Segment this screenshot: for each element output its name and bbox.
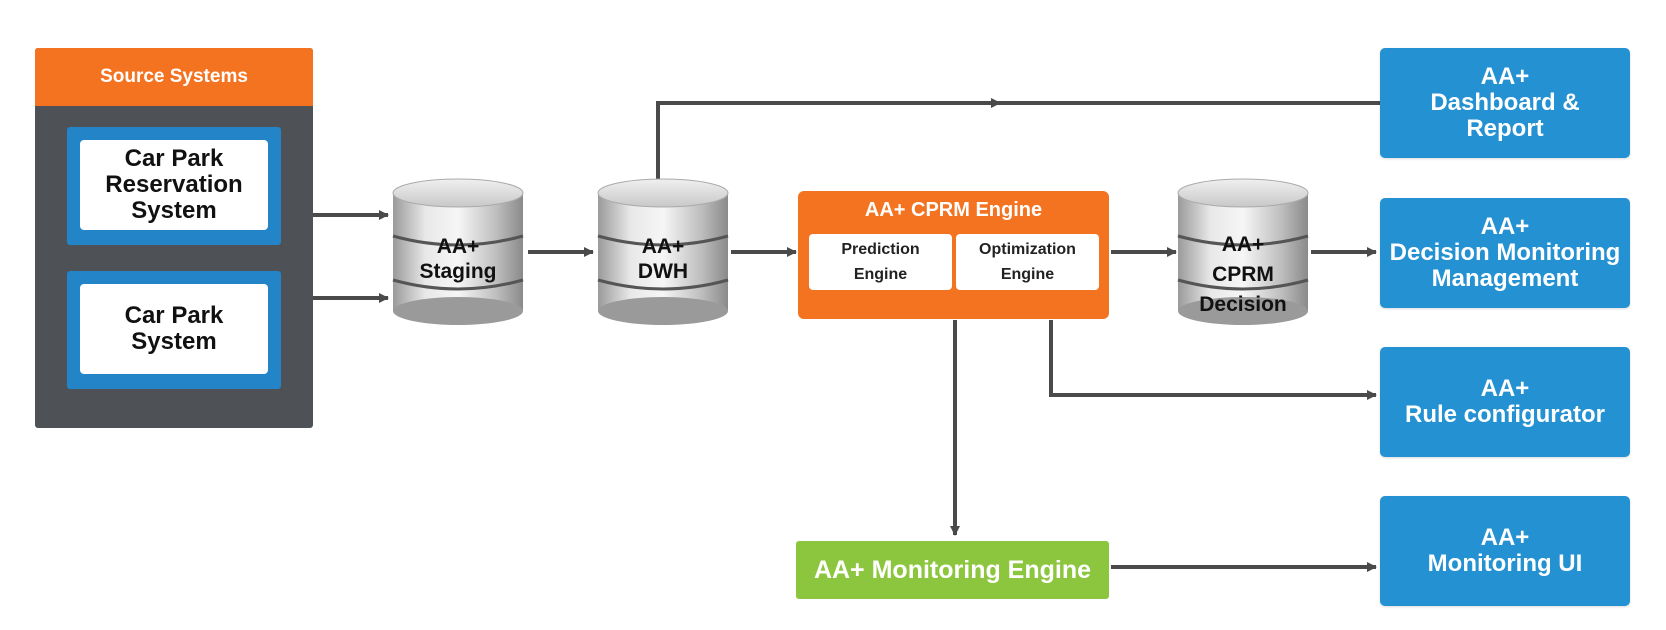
arrow-dwh-to-dashboard [656, 101, 1383, 182]
decision-monitoring-box: AA+ Decision Monitoring Management [1380, 198, 1630, 308]
database-cprm-decision-icon [1177, 178, 1309, 325]
database-staging-icon [392, 178, 524, 325]
dashboard-report-box: AA+ Dashboard & Report [1380, 48, 1630, 158]
reservation-system-card: Car Park Reservation System [80, 140, 268, 230]
optimization-engine-cell: Optimization Engine [956, 234, 1099, 290]
dwh-label: AA+ DWH [637, 235, 689, 283]
database-dwh-icon [597, 178, 729, 325]
rule-configurator-box: AA+ Rule configurator [1380, 347, 1630, 457]
car-park-system-card: Car Park System [80, 284, 268, 374]
cprm-decision-label: AA+ CPRM Decision [1199, 233, 1287, 316]
prediction-engine-cell: Prediction Engine [809, 234, 952, 290]
cprm-engine-title: AA+ CPRM Engine [864, 199, 1043, 221]
monitoring-engine-box: AA+ Monitoring Engine [796, 541, 1109, 599]
staging-label: AA+ Staging [419, 235, 497, 283]
source-systems-header: Source Systems [35, 48, 313, 106]
arrow-engine-to-rule-configurator [1049, 320, 1377, 400]
monitoring-ui-box: AA+ Monitoring UI [1380, 496, 1630, 606]
